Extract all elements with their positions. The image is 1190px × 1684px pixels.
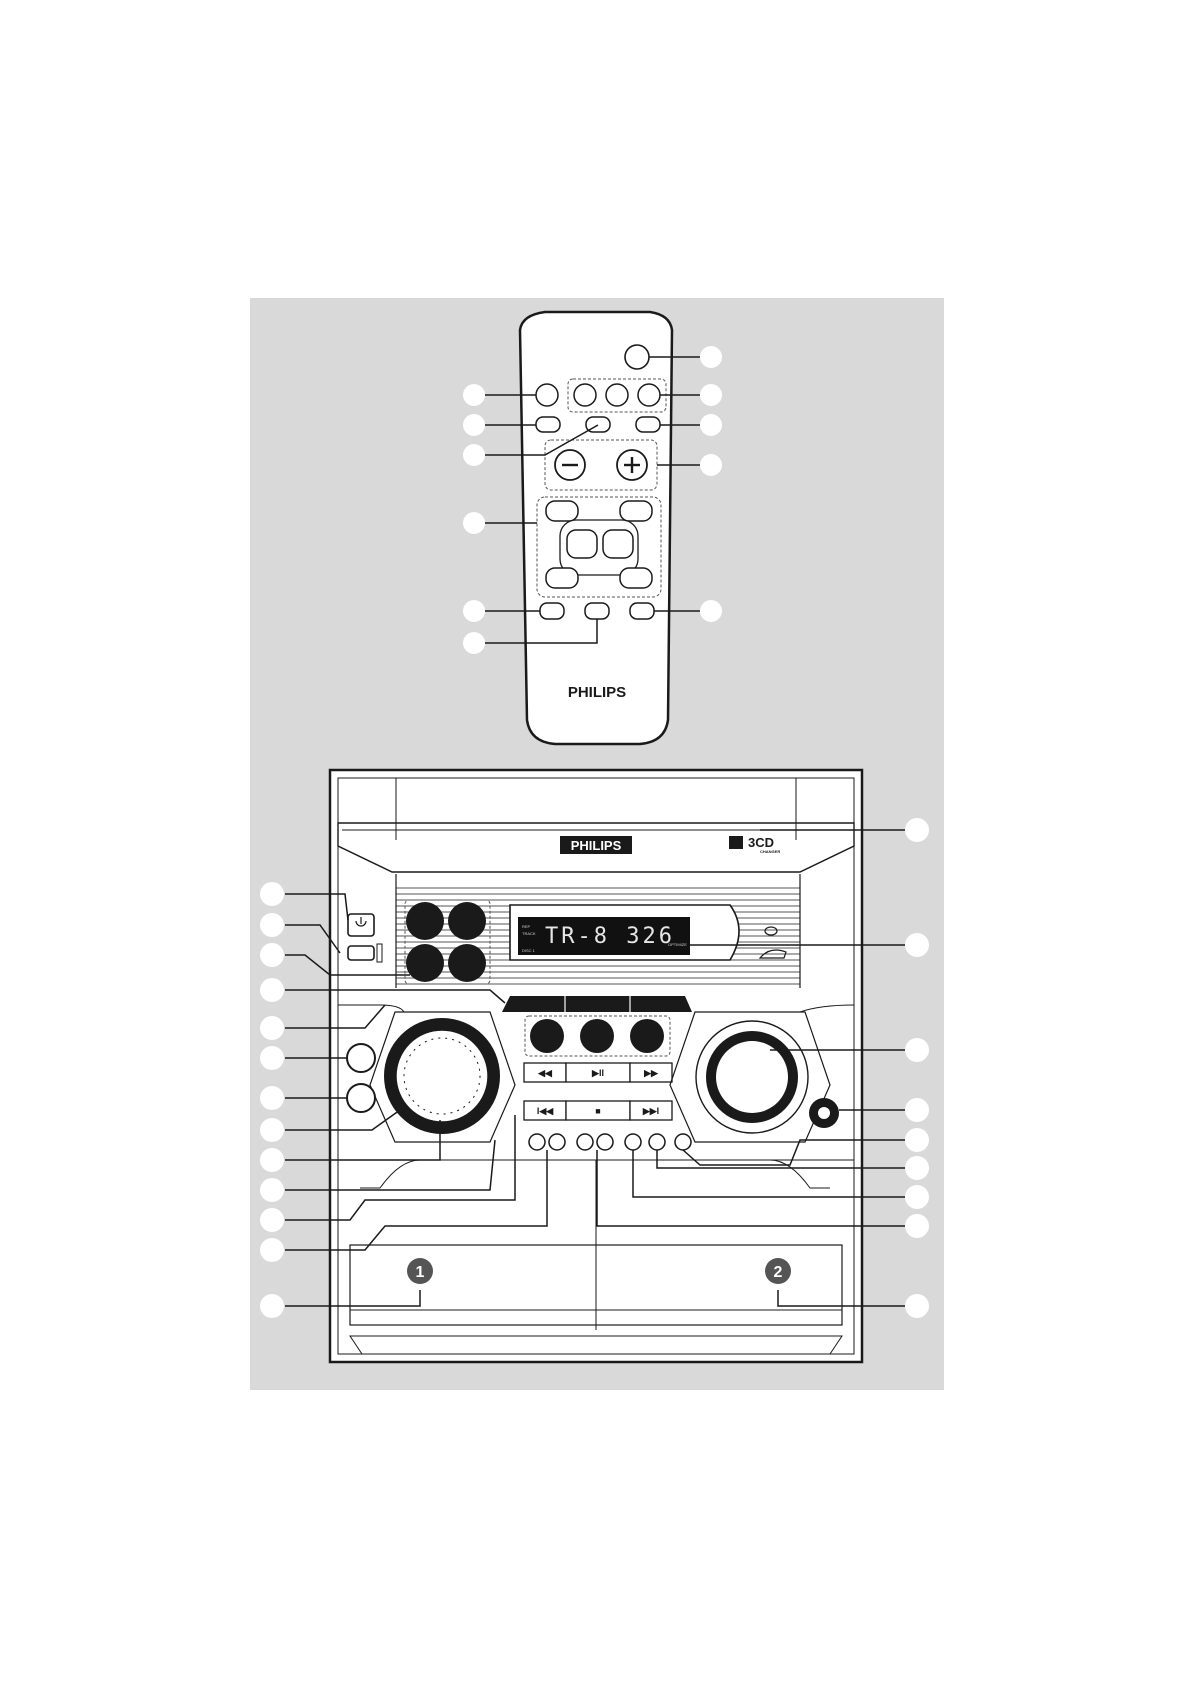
remote-button[interactable] [602,529,634,559]
small-function-button[interactable] [596,1133,614,1151]
deck-1-marker [407,1258,433,1284]
remote-source-button[interactable] [573,383,597,407]
jog-knob[interactable] [395,1029,489,1123]
remote-source-button[interactable] [637,383,661,407]
small-function-button[interactable] [528,1133,546,1151]
remote-control: PHILIPS [518,310,674,746]
rewind-label: ◀◀ [537,1068,553,1078]
disc-select-button[interactable] [406,944,444,982]
fast-forward-button[interactable] [629,1062,673,1083]
deck-2-marker [765,1258,791,1284]
left-round-button[interactable] [346,1083,376,1113]
lcd-track-indicator: TRACK [522,931,536,936]
remote-brand-logo: PHILIPS [568,684,626,701]
remote-button[interactable] [535,383,559,407]
eco-power-button[interactable] [347,945,375,961]
changer-badge-sub: CHANGER [760,849,780,854]
fast-forward-label: ▶▶ [643,1068,659,1078]
small-function-button[interactable] [648,1133,666,1151]
remote-button[interactable] [635,416,661,433]
remote-button[interactable] [535,416,561,433]
remote-button[interactable] [629,602,655,620]
remote-button[interactable] [545,567,579,589]
cd-logo-icon [729,836,743,849]
remote-source-button[interactable] [605,383,629,407]
remote-button[interactable] [584,602,610,620]
small-function-button[interactable] [674,1133,692,1151]
lcd-main-readout: TR-8 326 [545,924,675,949]
disc-select-button[interactable] [448,902,486,940]
play-pause-label: ▶II [591,1068,604,1078]
small-function-button[interactable] [548,1133,566,1151]
remote-button[interactable] [619,567,653,589]
changer-badge: 3CD [748,835,774,850]
lcd-disc-indicator: DISC 1 [522,948,536,953]
unit-callout-lines [285,829,905,1307]
sound-logo-icon [764,926,778,936]
small-function-button[interactable] [624,1133,642,1151]
source-bar[interactable] [502,996,692,1012]
small-function-button[interactable] [576,1133,594,1151]
stop-label: ■ [595,1106,600,1116]
lcd-rep-indicator: REP [522,924,531,929]
mode-button[interactable] [580,1019,614,1053]
lcd-display [518,917,690,955]
deck-1-number: 1 [416,1264,425,1281]
remote-button[interactable] [619,500,653,522]
left-round-button[interactable] [346,1043,376,1073]
main-unit: PHILIPS 3CD CHANGER TR-8 326 REP TRACK D… [328,768,864,1364]
next-button[interactable] [629,1100,673,1121]
mascot-logo-icon [758,949,787,959]
power-button[interactable] [347,913,375,937]
remote-power-button[interactable] [624,344,650,370]
disc-select-button[interactable] [448,944,486,982]
unit-callout-markers [260,818,929,1318]
previous-label: I◀◀ [537,1106,554,1116]
mode-button[interactable] [530,1019,564,1053]
deck-2-number: 2 [774,1264,783,1281]
next-label: ▶▶I [642,1106,659,1116]
lcd-optimize-indicator: OPTIMIZE [668,942,687,947]
remote-callout-markers [463,346,722,654]
remote-button[interactable] [566,529,598,559]
disc-select-button[interactable] [406,902,444,940]
unit-brand-logo: PHILIPS [571,838,622,853]
remote-callout-lines [485,356,700,644]
mode-button[interactable] [630,1019,664,1053]
remote-button[interactable] [539,602,565,620]
remote-button[interactable] [545,500,579,522]
